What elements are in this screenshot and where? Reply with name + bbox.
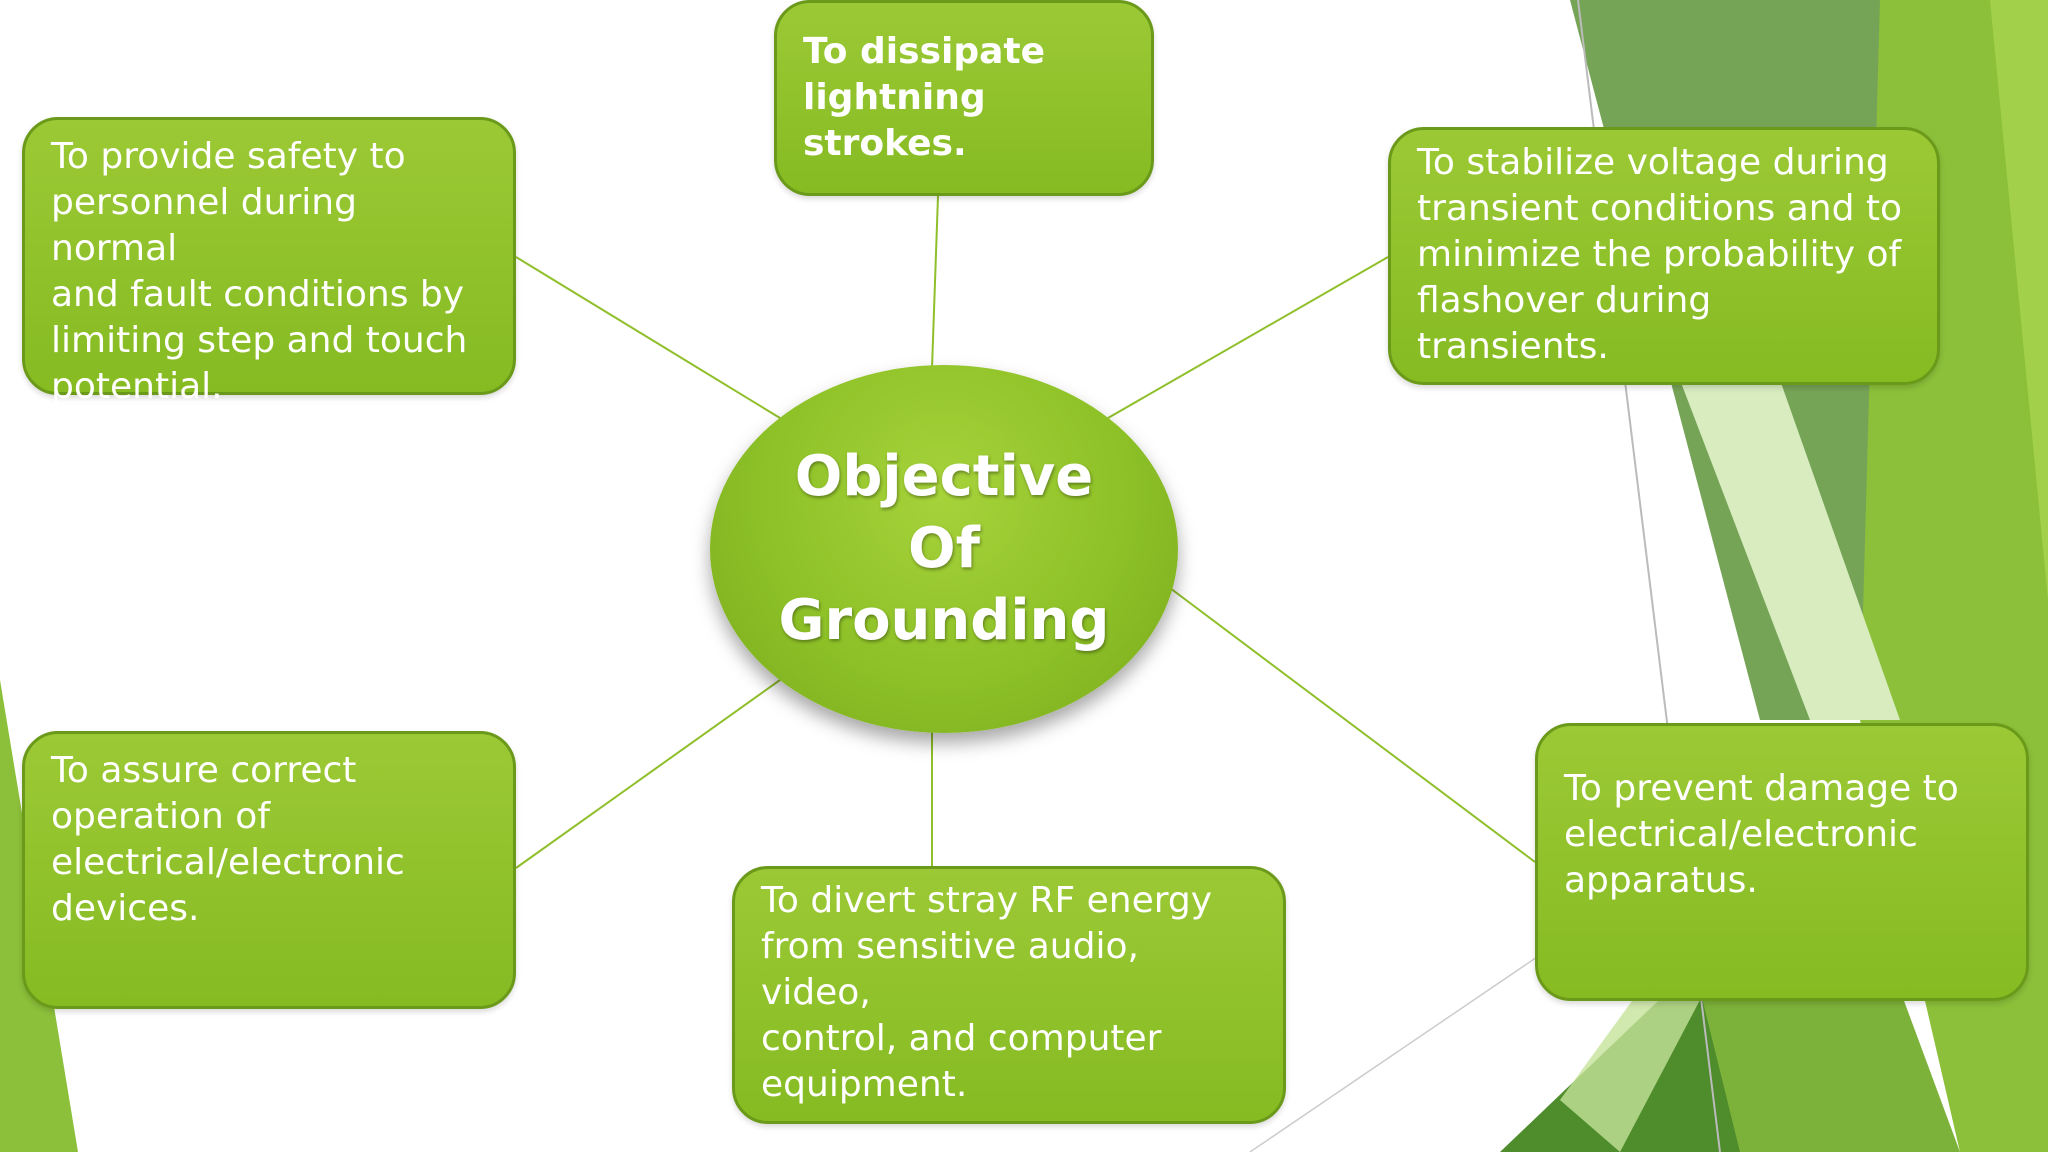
deco-band-bright xyxy=(1990,0,2048,600)
deco-band-bottom-mid xyxy=(1700,990,1960,1152)
node-prevent-damage: To prevent damage to electrical/electron… xyxy=(1535,723,2029,1001)
node-correct-operation: To assure correct operation of electrica… xyxy=(22,731,516,1009)
node-stabilize-voltage: To stabilize voltage during transient co… xyxy=(1388,127,1940,385)
deco-band-bottom-light xyxy=(1560,990,1700,1152)
node-dissipate-lightning: To dissipate lightning strokes. xyxy=(774,0,1154,196)
connector-damage xyxy=(1169,587,1536,863)
connector-safety xyxy=(515,256,781,419)
center-label: Objective Of Grounding xyxy=(778,444,1110,653)
node-personnel-safety: To provide safety to personnel during no… xyxy=(22,117,516,407)
deco-band-light xyxy=(1680,380,1900,720)
node-divert-rf-energy: To divert stray RF energy from sensitive… xyxy=(732,866,1286,1124)
deco-thin-line-2 xyxy=(1249,954,1541,1152)
connectors xyxy=(515,195,1536,869)
center-objective: Objective Of Grounding xyxy=(710,365,1178,733)
connector-lightning xyxy=(931,195,939,369)
connector-operation xyxy=(515,679,781,869)
connector-voltage xyxy=(1107,256,1389,419)
